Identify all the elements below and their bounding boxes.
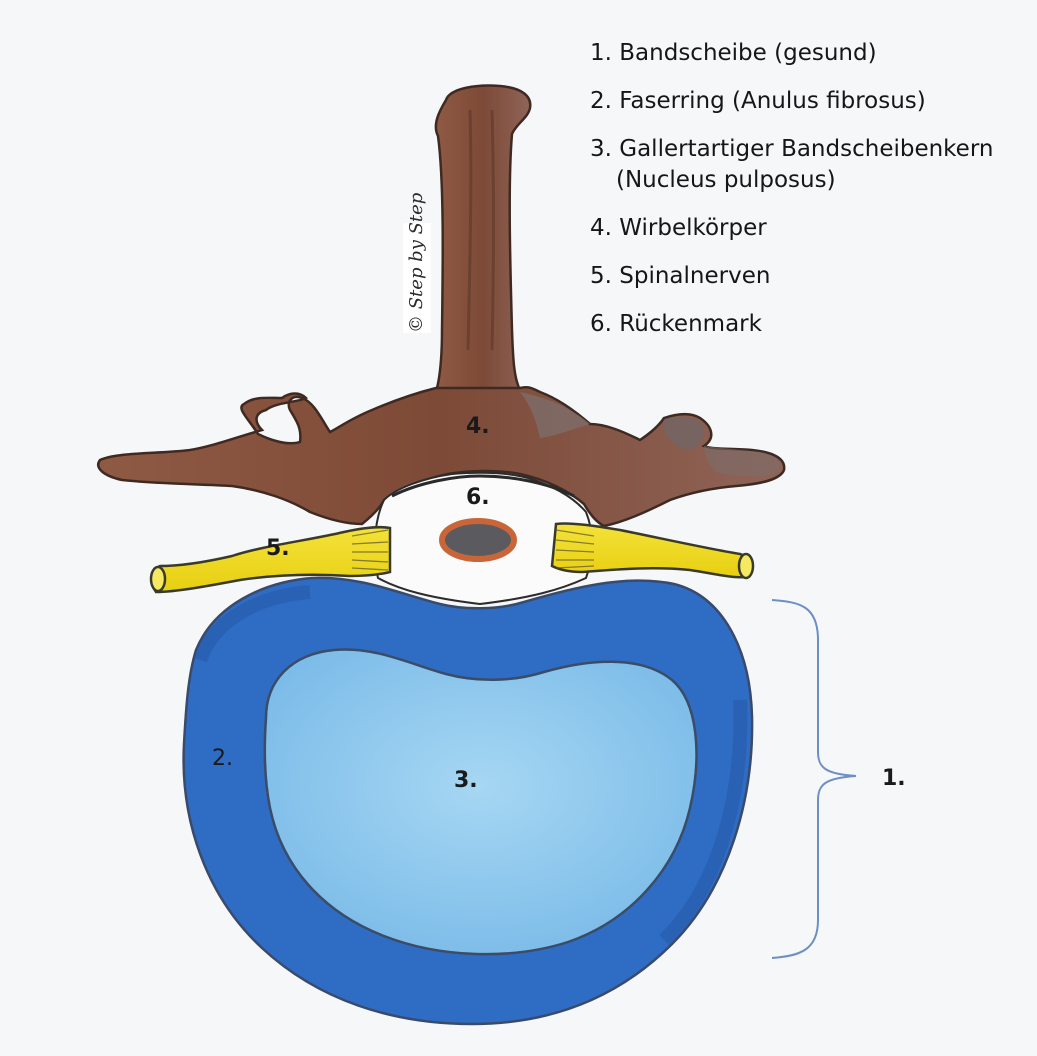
- spinal-cord: [439, 518, 517, 562]
- legend-text: Spinalnerven: [619, 263, 771, 290]
- spinous-process: [434, 84, 532, 394]
- label-annulus: 2.: [212, 746, 233, 771]
- copyright-watermark: © Step by Step: [403, 193, 431, 333]
- legend-number: 1.: [590, 40, 612, 66]
- legend: 1. Bandscheibe (gesund) 2. Faserring (An…: [590, 38, 1030, 357]
- legend-item: 5. Spinalnerven: [590, 261, 1030, 292]
- nucleus-pulposus: [263, 648, 698, 956]
- legend-text: Gallertartiger Bandscheibenkern: [619, 136, 994, 163]
- label-disc: 1.: [882, 766, 906, 791]
- legend-text: Wirbelkörper: [619, 215, 767, 242]
- legend-item: 2. Faserring (Anulus fibrosus): [590, 86, 1030, 117]
- label-nerves: 5.: [266, 536, 290, 561]
- legend-text: Rückenmark: [619, 311, 762, 338]
- disc-bracket: [771, 599, 857, 959]
- legend-number: 5.: [590, 263, 612, 290]
- spinal-nerve-right: [550, 522, 751, 579]
- legend-item: 6. Rückenmark: [590, 309, 1030, 340]
- legend-text-continuation: (Nucleus pulposus): [616, 167, 836, 194]
- legend-item: 4. Wirbelkörper: [590, 213, 1030, 244]
- legend-number: 6.: [590, 311, 612, 338]
- label-vertebra: 4.: [466, 414, 490, 439]
- legend-number: 2.: [590, 88, 612, 115]
- label-spinal-cord: 6.: [466, 485, 490, 510]
- label-nucleus: 3.: [454, 768, 478, 793]
- vertebral-arch: [97, 385, 786, 528]
- legend-item: 3. Gallertartiger Bandscheibenkern (Nucl…: [590, 134, 1030, 196]
- legend-text: Bandscheibe (gesund): [619, 40, 877, 66]
- legend-text: Faserring (Anulus fibrosus): [619, 88, 926, 115]
- legend-number: 4.: [590, 215, 612, 242]
- legend-number: 3.: [590, 136, 612, 163]
- legend-item: 1. Bandscheibe (gesund): [590, 38, 1030, 69]
